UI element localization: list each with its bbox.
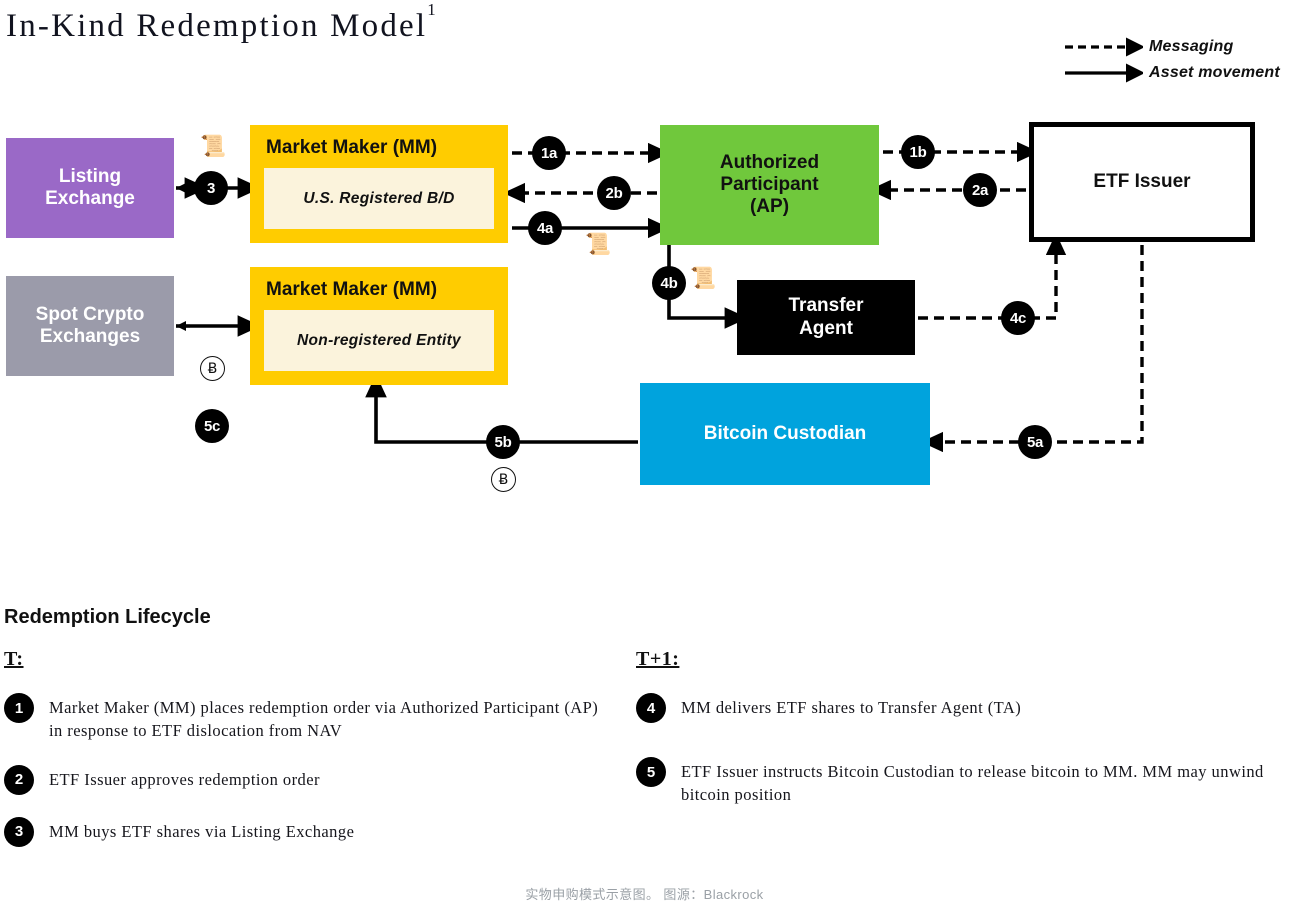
redemption-lifecycle-section: Redemption Lifecycle T: 1 Market Maker (…: [0, 606, 1289, 876]
node-transfer-agent[interactable]: Transfer Agent: [737, 280, 915, 355]
page-title-text: In-Kind Redemption Model: [6, 8, 428, 44]
scroll-icon: 📜: [585, 232, 612, 256]
node-listing-exchange-label: Listing Exchange: [45, 165, 135, 209]
connector-5b: [365, 374, 638, 444]
step-badge-2b-label: 2b: [605, 184, 623, 202]
step-badge-1b[interactable]: 1b: [901, 135, 935, 169]
node-etf-issuer-label: ETF Issuer: [1093, 170, 1191, 192]
step-badge-4c[interactable]: 4c: [1001, 301, 1035, 335]
lifecycle-item: 3 MM buys ETF shares via Listing Exchang…: [4, 816, 604, 847]
node-market-maker-1-sublabel: U.S. Registered B/D: [264, 168, 494, 229]
step-badge-2a-label: 2a: [971, 181, 989, 199]
lifecycle-column-t-head: T:: [4, 648, 24, 670]
step-badge-2a[interactable]: 2a: [963, 173, 997, 207]
step-badge-5a[interactable]: 5a: [1018, 425, 1052, 459]
lifecycle-item-number: 5: [636, 757, 666, 787]
lifecycle-item: 1 Market Maker (MM) places redemption or…: [4, 693, 604, 743]
lifecycle-item: 5 ETF Issuer instructs Bitcoin Custodian…: [636, 757, 1266, 807]
node-market-maker-2-label: Market Maker (MM): [266, 279, 438, 300]
lifecycle-item-text: ETF Issuer instructs Bitcoin Custodian t…: [681, 762, 1264, 805]
step-badge-3[interactable]: 3: [194, 171, 228, 205]
step-badge-5a-label: 5a: [1026, 433, 1044, 451]
node-bitcoin-custodian-label: Bitcoin Custodian: [703, 422, 867, 444]
node-listing-exchange[interactable]: Listing Exchange: [6, 138, 174, 238]
step-badge-2b[interactable]: 2b: [597, 176, 631, 210]
bitcoin-icon: Ƀ: [200, 356, 225, 381]
step-badge-5b-label: 5b: [494, 433, 512, 451]
solid-arrow-icon: [1065, 63, 1145, 83]
legend-item-asset-movement: Asset movement: [1065, 60, 1289, 86]
lifecycle-item-text: MM buys ETF shares via Listing Exchange: [49, 821, 355, 841]
legend-label-asset-movement: Asset movement: [1149, 64, 1280, 81]
step-badge-4b[interactable]: 4b: [652, 266, 686, 300]
lifecycle-column-t-plus-1-head: T+1:: [636, 648, 680, 670]
node-market-maker-2-sublabel: Non-registered Entity: [264, 310, 494, 371]
lifecycle-item-text: Market Maker (MM) places redemption orde…: [49, 698, 599, 741]
node-spot-crypto-exchanges-label: Spot Crypto Exchanges: [35, 303, 145, 347]
node-transfer-agent-label: Transfer Agent: [788, 295, 864, 339]
page-title-footnote: 1: [427, 0, 436, 19]
lifecycle-heading: Redemption Lifecycle: [4, 606, 211, 628]
scroll-icon: 📜: [200, 134, 227, 158]
node-market-maker-2[interactable]: Market Maker (MM) Non-registered Entity: [250, 267, 508, 385]
lifecycle-item-number: 4: [636, 693, 666, 723]
lifecycle-item-number: 2: [4, 764, 34, 795]
step-badge-5c-label: 5c: [203, 417, 221, 435]
lifecycle-column-t: T: 1 Market Maker (MM) places redemption…: [4, 648, 604, 847]
step-badge-3-label: 3: [206, 179, 216, 197]
diagram-canvas: Listing Exchange Spot Crypto Exchanges M…: [0, 100, 1289, 510]
connector-5a: [921, 245, 1144, 453]
step-badge-5c[interactable]: 5c: [195, 409, 229, 443]
step-badge-4b-label: 4b: [660, 274, 678, 292]
lifecycle-item-number: 1: [4, 693, 34, 723]
lifecycle-item: 2 ETF Issuer approves redemption order: [4, 764, 604, 795]
lifecycle-item-number: 3: [4, 816, 34, 847]
legend-item-messaging: Messaging: [1065, 34, 1289, 60]
node-market-maker-1[interactable]: Market Maker (MM) U.S. Registered B/D: [250, 125, 508, 243]
legend: Messaging Asset movement: [1065, 34, 1289, 86]
connector-4c: [918, 233, 1067, 320]
legend-label-messaging: Messaging: [1149, 38, 1234, 55]
lifecycle-item: 4 MM delivers ETF shares to Transfer Age…: [636, 693, 1266, 723]
step-badge-5b[interactable]: 5b: [486, 425, 520, 459]
step-badge-4a[interactable]: 4a: [528, 211, 562, 245]
dashed-arrow-icon: [1065, 37, 1145, 57]
connector-5c: [176, 315, 261, 337]
bitcoin-icon: Ƀ: [491, 467, 516, 492]
node-market-maker-1-label: Market Maker (MM): [266, 137, 438, 158]
lifecycle-column-t-plus-1: T+1: 4 MM delivers ETF shares to Transfe…: [636, 648, 1266, 807]
lifecycle-item-text: MM delivers ETF shares to Transfer Agent…: [681, 698, 1022, 717]
step-badge-4c-label: 4c: [1009, 309, 1027, 327]
step-badge-1a-label: 1a: [540, 144, 558, 162]
page-title: In-Kind Redemption Model1: [6, 0, 436, 45]
lifecycle-item-text: ETF Issuer approves redemption order: [49, 769, 320, 789]
step-badge-4a-label: 4a: [536, 219, 554, 237]
step-badge-1b-label: 1b: [909, 143, 927, 161]
node-authorized-participant-label: Authorized Participant (AP): [719, 151, 820, 218]
step-badge-1a[interactable]: 1a: [532, 136, 566, 170]
node-etf-issuer[interactable]: ETF Issuer: [1029, 122, 1255, 242]
source-caption: 实物申购模式示意图。 图源：Blackrock: [525, 887, 764, 902]
scroll-icon: 📜: [690, 266, 717, 290]
node-spot-crypto-exchanges[interactable]: Spot Crypto Exchanges: [6, 276, 174, 376]
node-bitcoin-custodian[interactable]: Bitcoin Custodian: [640, 383, 930, 485]
node-authorized-participant[interactable]: Authorized Participant (AP): [660, 125, 879, 245]
